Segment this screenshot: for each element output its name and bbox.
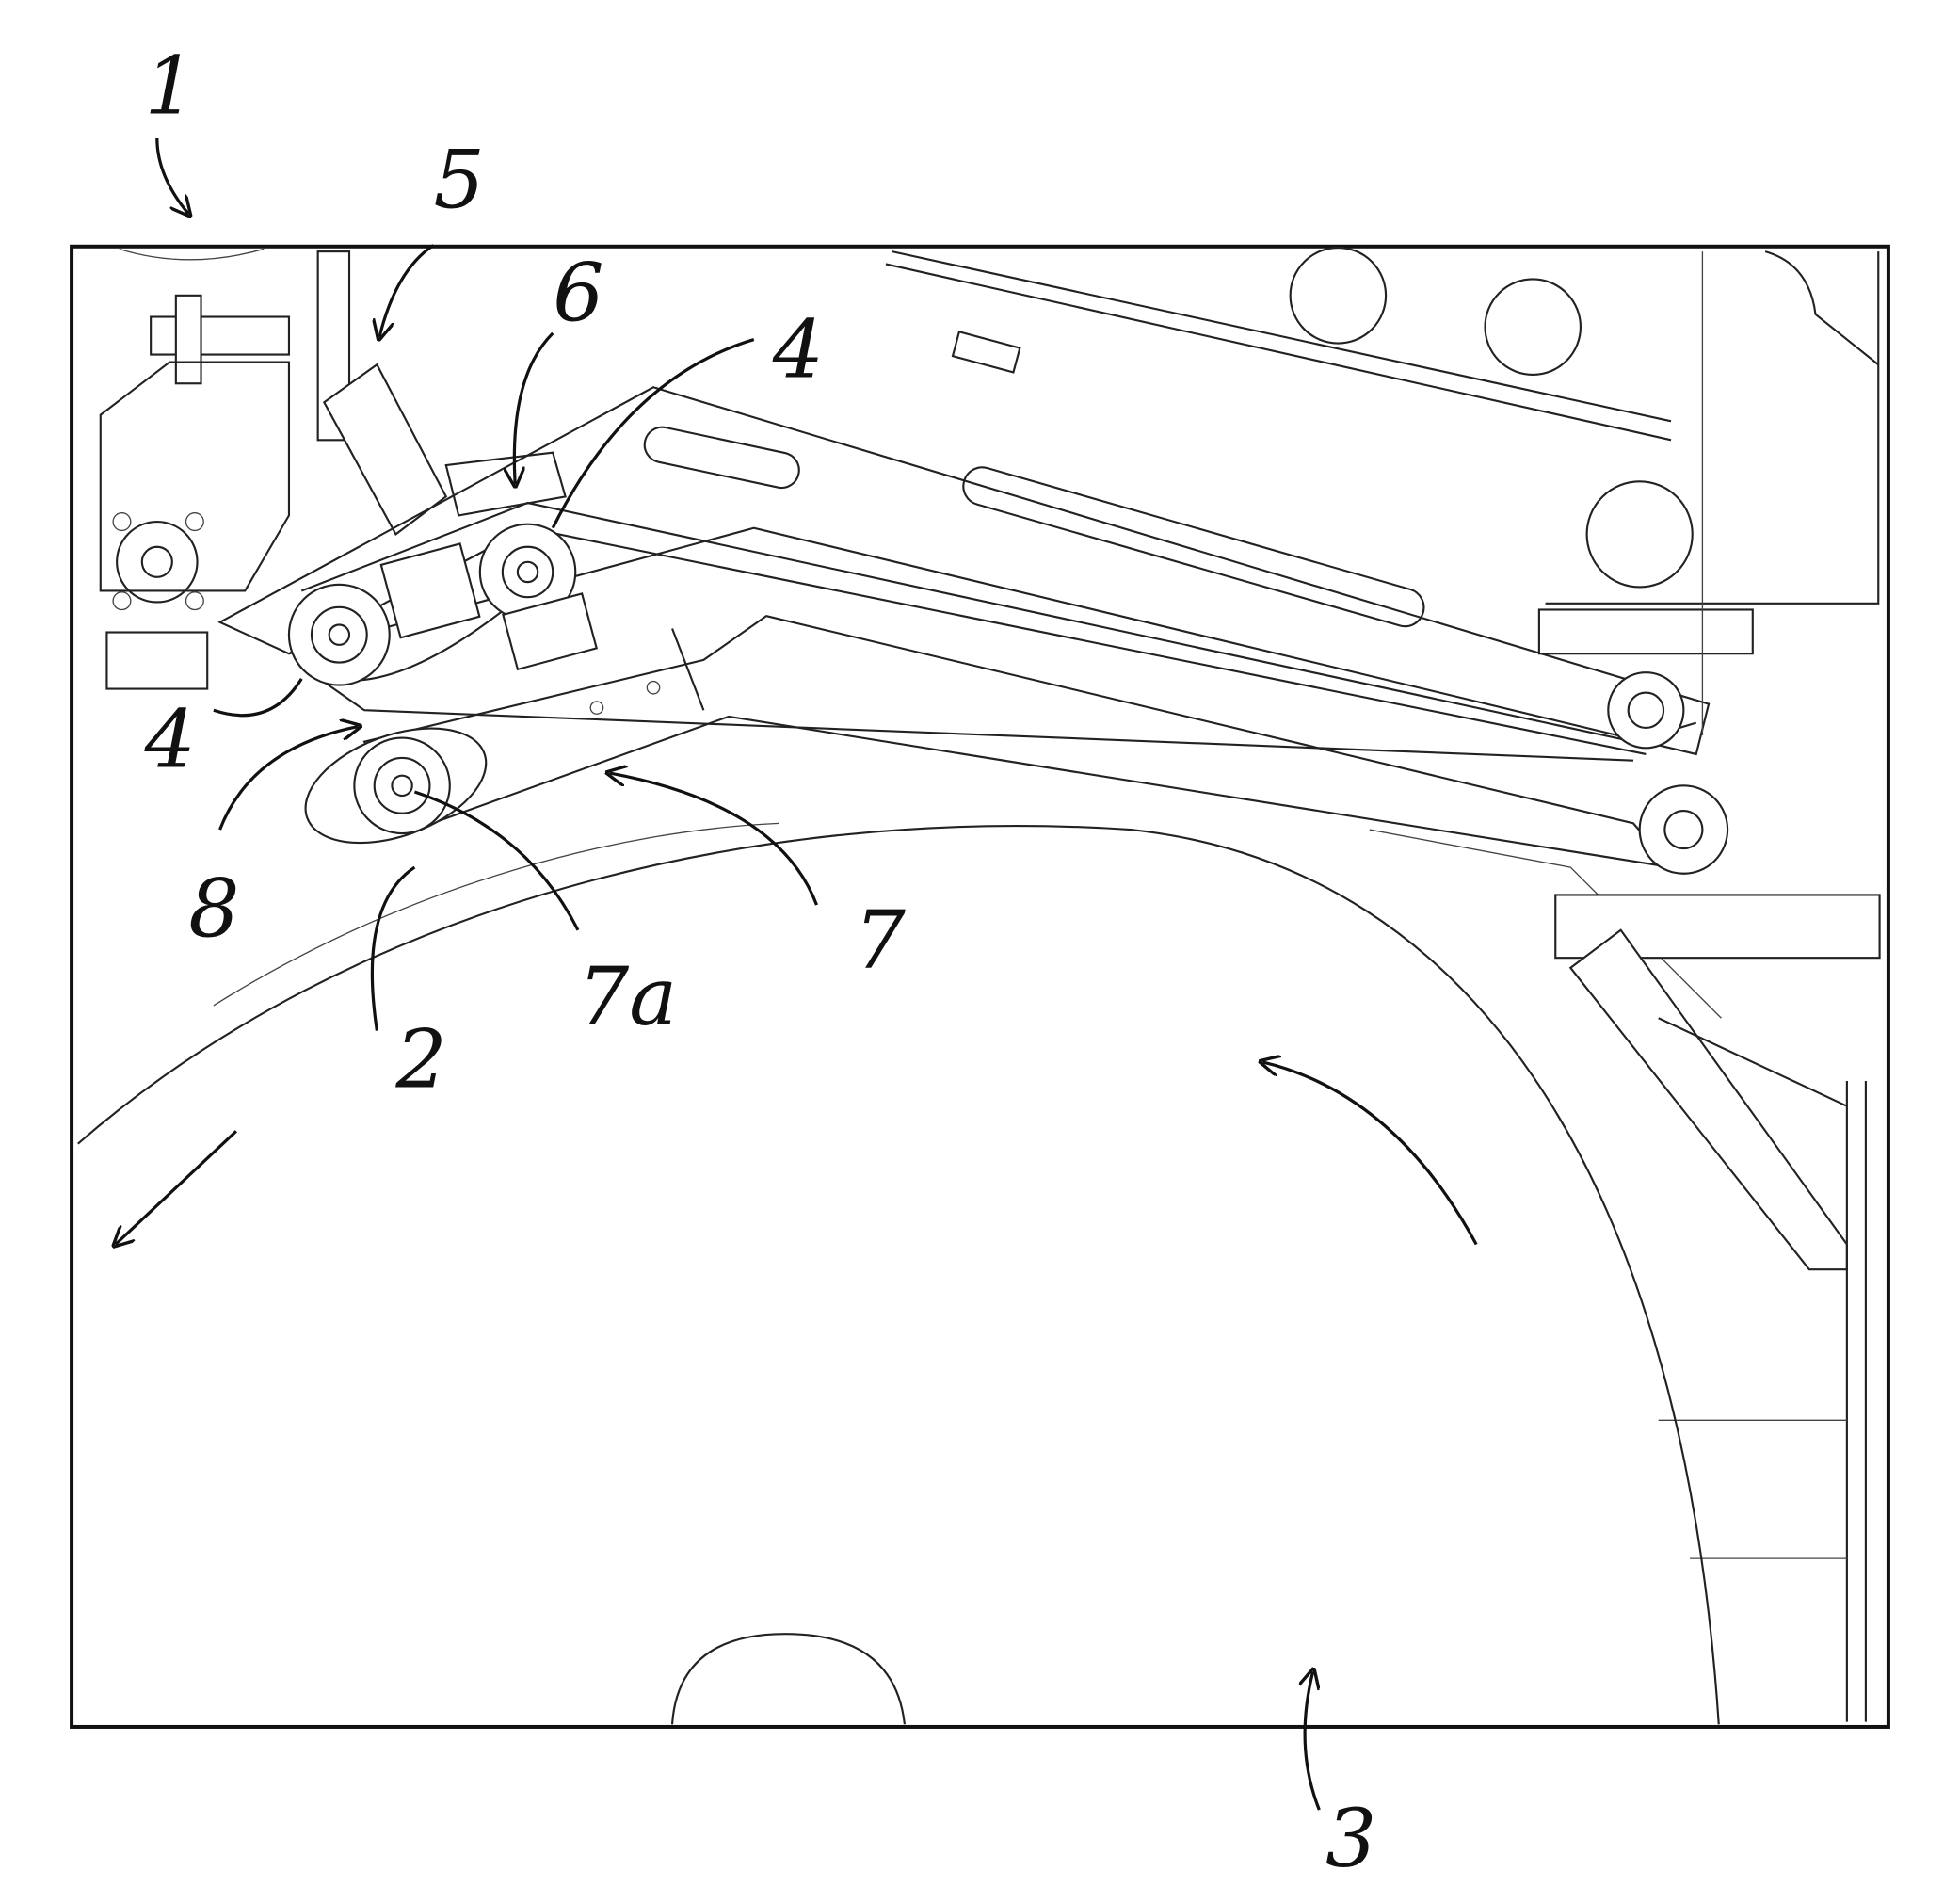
leader-7 xyxy=(609,773,818,906)
leader-1 xyxy=(155,138,188,214)
rollers xyxy=(287,523,1754,750)
label-3: 3 xyxy=(1325,1793,1376,1886)
leader-8 xyxy=(218,727,359,831)
label-4-top: 4 xyxy=(772,304,824,397)
leader-6 xyxy=(514,331,554,484)
leader-2 xyxy=(370,865,416,1031)
upper-right-structure xyxy=(885,247,1880,735)
leader-7a xyxy=(413,790,580,931)
leader-4-left xyxy=(213,678,303,718)
cylinder xyxy=(1568,928,1867,1722)
label-4-left: 4 xyxy=(143,693,195,786)
label-6: 6 xyxy=(553,248,603,341)
label-7: 7 xyxy=(855,895,907,988)
reel-unit-1 xyxy=(99,248,291,690)
leader-4-top xyxy=(551,338,755,529)
leader-3 xyxy=(1305,1671,1319,1811)
label-1: 1 xyxy=(144,40,195,133)
label-8: 8 xyxy=(188,863,239,956)
label-2: 2 xyxy=(394,1014,446,1107)
actuator-5 xyxy=(316,250,567,537)
leader-5 xyxy=(379,244,435,336)
drawing-frame xyxy=(70,244,1890,1729)
label-5: 5 xyxy=(433,134,484,227)
rotation-arrow-left-icon xyxy=(116,1130,238,1244)
rotation-arrow-right-icon xyxy=(1262,1062,1478,1246)
label-7a: 7a xyxy=(578,951,677,1044)
drum-3 xyxy=(77,822,1720,1725)
